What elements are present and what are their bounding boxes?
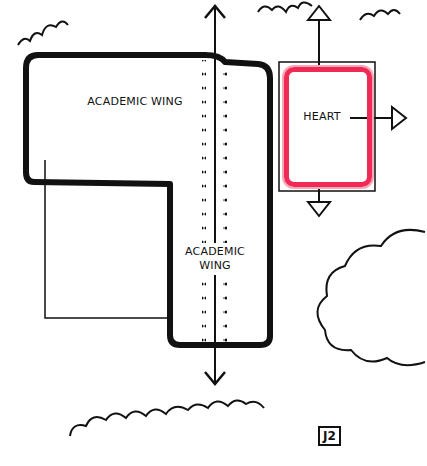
axis-line xyxy=(214,6,216,384)
node-label: ACADEMIC WING xyxy=(178,243,252,275)
node-label: ACADEMIC WING xyxy=(60,95,210,109)
arrow-head xyxy=(308,202,330,216)
dotted-edge xyxy=(223,60,227,342)
tree-line xyxy=(258,2,400,20)
dotted-edge xyxy=(202,60,206,342)
tree-line xyxy=(18,21,68,45)
tree-line xyxy=(70,400,264,436)
academic-wing: ACADEMIC WING ACADEMIC WING xyxy=(20,50,276,350)
node-label: HEART xyxy=(297,110,347,124)
arrow-head xyxy=(205,6,225,18)
tree-mass xyxy=(317,230,425,365)
heart-frame xyxy=(279,62,375,191)
arrow-head xyxy=(308,6,330,20)
arrow-head xyxy=(205,372,225,384)
heart-space: HEART xyxy=(284,67,372,187)
arrow-head xyxy=(392,107,406,129)
sheet-number: J2 xyxy=(318,426,341,446)
